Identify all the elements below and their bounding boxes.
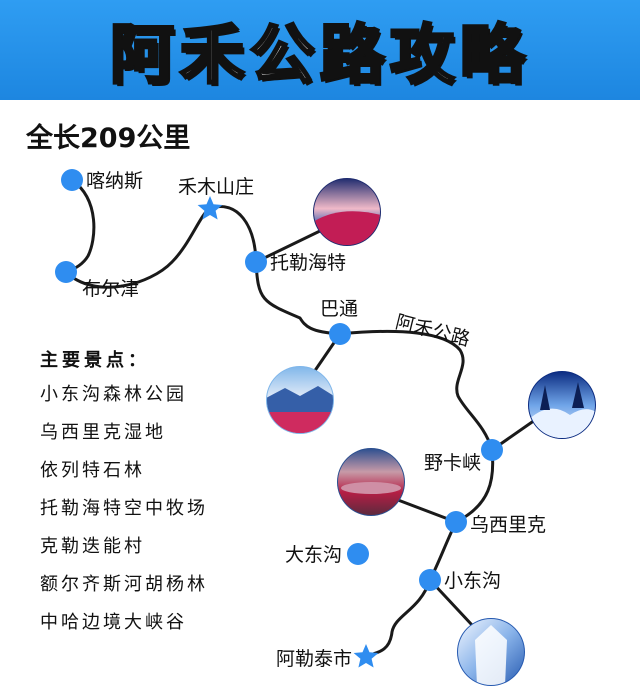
photo-wuxilike: [337, 448, 405, 516]
route-batong-road: [338, 329, 494, 452]
list-item: 中哈边境大峡谷: [40, 612, 187, 633]
route-kanas-burqin: [64, 178, 96, 274]
label-hemu: 禾木山庄: [178, 176, 255, 198]
label-batong: 巴通: [320, 298, 359, 320]
label-altay: 阿勒泰市: [276, 648, 353, 670]
label-dadonggou: 大东沟: [285, 544, 343, 566]
marker-batong: [329, 323, 351, 345]
attractions-title: 主要景点：: [40, 350, 150, 371]
marker-yekaxia: [481, 439, 503, 461]
label-tuolehaite: 托勒海特: [270, 252, 347, 274]
label-burqin: 布尔津: [82, 278, 140, 300]
label-xiaodonggou: 小东沟: [444, 570, 502, 592]
list-item: 克勒迭能村: [40, 536, 145, 557]
page-title: 阿禾公路攻略: [109, 18, 530, 95]
route-burqin-hemu: [64, 206, 212, 289]
star-marker-icon: [197, 196, 223, 220]
header-banner: [0, 0, 640, 100]
photo-xiaodonggou: [457, 618, 525, 686]
marker-tuolehaite: [245, 251, 267, 273]
list-item: 托勒海特空中牧场: [40, 498, 208, 519]
list-item: 小东沟森林公园: [40, 384, 187, 405]
photo-batong: [266, 366, 334, 434]
label-kanas: 喀纳斯: [86, 170, 144, 192]
list-item: 乌西里克湿地: [40, 422, 166, 443]
marker-burqin: [55, 261, 77, 283]
list-item: 依列特石林: [40, 460, 145, 481]
route-tuolehaite-batong: [254, 260, 342, 336]
route-length: 全长209公里: [26, 123, 191, 154]
list-item: 额尔齐斯河胡杨林: [40, 574, 208, 595]
label-yekaxia: 野卡峡: [424, 452, 482, 474]
photo-yekaxia: [528, 371, 596, 439]
photo-tuolehaite: [313, 178, 381, 246]
marker-dadonggou: [347, 543, 369, 565]
route-xiaodonggou-altay: [364, 578, 432, 658]
label-wuxilike: 乌西里克: [470, 514, 547, 536]
marker-wuxilike: [445, 511, 467, 533]
star-marker-icon: [353, 644, 379, 668]
marker-xiaodonggou: [419, 569, 441, 591]
marker-kanas: [61, 169, 83, 191]
